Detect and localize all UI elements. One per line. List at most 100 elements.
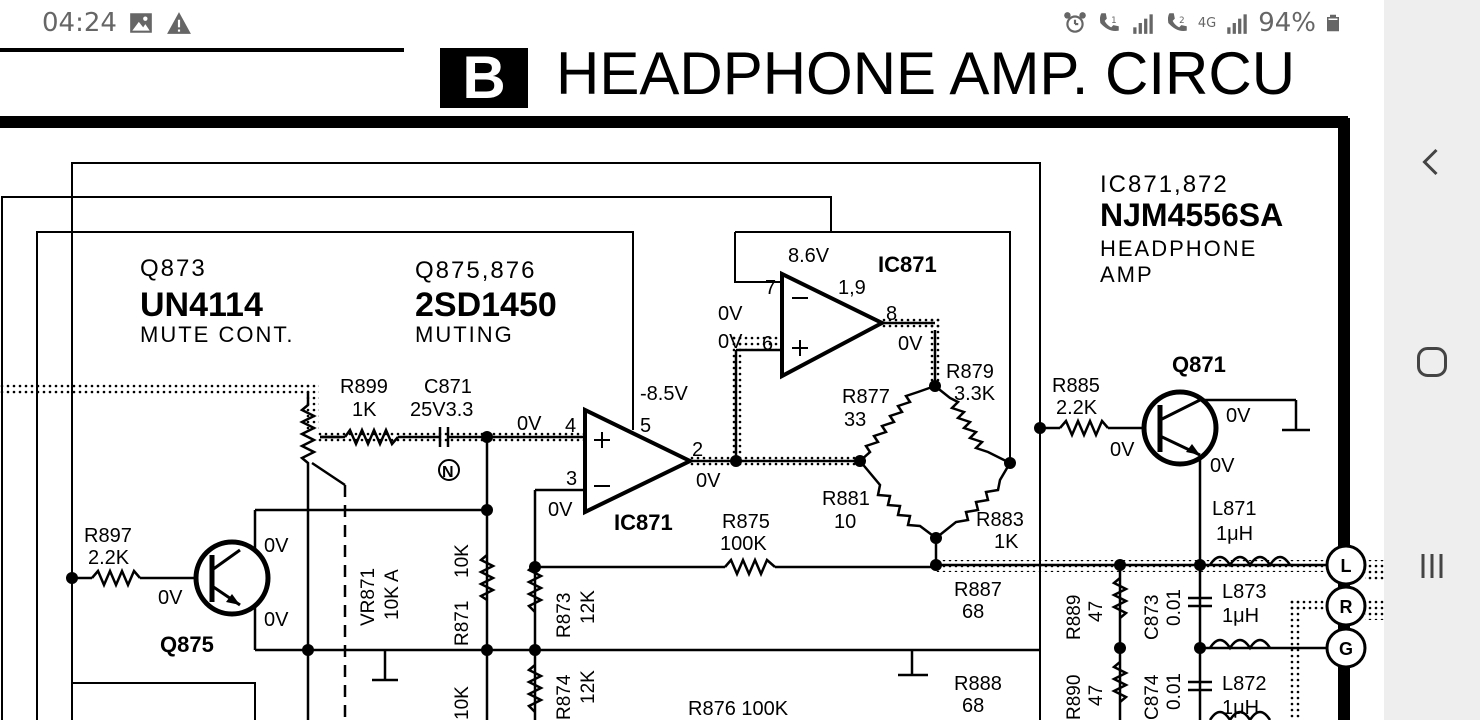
q873-part: UN4114	[140, 286, 263, 324]
vr871-label: VR871	[358, 568, 379, 626]
component-labels: R899 1K C871 25V3.3 N 0V 4 5 3 2 -8.5V 0…	[84, 245, 1353, 720]
back-button[interactable]	[1384, 102, 1480, 222]
pin-1-9: 1,9	[838, 277, 866, 299]
l872-label: L872	[1222, 673, 1267, 695]
r876-label: R876 100K	[688, 698, 789, 720]
q875-876-ref: Q875,876	[415, 257, 536, 284]
voltage-0v-q875-collector: 0V	[264, 535, 289, 557]
r899-value: 1K	[352, 399, 377, 421]
r889-label: R889	[1064, 595, 1085, 640]
battery-icon	[1327, 14, 1339, 32]
r888-label: R888	[954, 673, 1002, 695]
svg-text:2: 2	[1179, 16, 1185, 26]
voltage-0v-input: 0V	[517, 413, 542, 435]
warning-icon	[167, 12, 191, 34]
ic871-lower-label: IC871	[614, 510, 673, 535]
r890-value: 47	[1086, 685, 1107, 706]
r874-label: R874	[554, 674, 575, 720]
r873-label: R873	[554, 593, 575, 638]
r897-value: 2.2K	[88, 547, 130, 569]
voltage-8-6: 8.6V	[788, 245, 830, 267]
q873-ref: Q873	[140, 255, 207, 282]
r873-value: 12K	[578, 590, 599, 624]
wiring	[72, 280, 1330, 720]
block-outlines	[1, 162, 1041, 720]
voltage-0v-pin2: 0V	[696, 470, 721, 492]
r883-value: 1K	[994, 531, 1019, 553]
voltage-minus-8-5: -8.5V	[640, 383, 688, 405]
transistor-q875	[193, 539, 271, 617]
voltage-0v-q871-collector: 0V	[1226, 405, 1251, 427]
jack-g-label: G	[1339, 639, 1353, 659]
alarm-icon	[1064, 12, 1086, 33]
pin-6: 6	[762, 333, 773, 355]
battery-percent: 94%	[1258, 8, 1316, 38]
recents-icon	[1421, 554, 1443, 578]
signal-2-icon	[1227, 14, 1247, 34]
ic-ref-label: IC871,872	[1100, 171, 1229, 198]
ic-desc-1: HEADPHONE	[1100, 236, 1257, 261]
voltage-0v-q875-base: 0V	[158, 587, 183, 609]
l873-value: 1μH	[1222, 605, 1259, 627]
home-icon	[1417, 347, 1447, 377]
c874-value: 0.01	[1164, 673, 1185, 710]
opamp-upper	[780, 270, 887, 380]
r875-value: 100K	[720, 533, 767, 555]
signal-path-dots	[0, 318, 1384, 720]
r897-label: R897	[84, 525, 132, 547]
ic-part-label: NJM4556SA	[1100, 197, 1283, 233]
r887-label: R887	[954, 579, 1002, 601]
jack-r-label: R	[1340, 597, 1353, 617]
wifi-call-2-icon: 2	[1167, 13, 1187, 31]
q875-876-part: 2SD1450	[415, 286, 557, 324]
r879-value: 3.3K	[954, 383, 996, 405]
r879-label: R879	[946, 361, 994, 383]
network-type-label: 4G	[1197, 15, 1217, 31]
vertical-labels: VR871 10K A R871 10K 10K R873 12K R874 1…	[358, 544, 1185, 720]
l871-value: 1μH	[1216, 523, 1253, 545]
gallery-icon	[130, 13, 152, 33]
r885-label: R885	[1052, 375, 1100, 397]
l871-label: L871	[1212, 498, 1257, 520]
r881-label: R881	[822, 488, 870, 510]
pin-8: 8	[886, 303, 897, 325]
q875-label: Q875	[160, 632, 214, 657]
schematic-viewer[interactable]: B HEADPHONE AMP. CIRCU	[0, 48, 1384, 720]
pin-2: 2	[692, 439, 703, 461]
pin-3: 3	[566, 468, 577, 490]
ic871-upper-label: IC871	[878, 252, 937, 277]
voltage-0v-q871-base: 0V	[1110, 439, 1135, 461]
home-button[interactable]	[1384, 302, 1480, 422]
opamp-lower	[583, 406, 695, 516]
l873-label: L873	[1222, 581, 1267, 603]
r877-value: 33	[844, 409, 866, 431]
voltage-0v-pin7: 0V	[718, 303, 743, 325]
section-badge	[440, 48, 528, 108]
voltage-0v-pin6: 0V	[718, 331, 743, 353]
r871-value: 10K	[452, 544, 473, 578]
pin-5: 5	[640, 415, 651, 437]
c873-label: C873	[1142, 595, 1163, 640]
status-time: 04:24	[42, 8, 117, 38]
q871-label: Q871	[1172, 352, 1226, 377]
r871-label: R871	[452, 601, 473, 646]
section-title: HEADPHONE AMP. CIRCU	[556, 48, 1295, 107]
back-icon	[1422, 148, 1438, 176]
r875-label: R875	[722, 511, 770, 533]
c874-label: C874	[1142, 674, 1163, 720]
c873-value: 0.01	[1164, 589, 1185, 626]
q875-876-desc: MUTING	[415, 322, 514, 347]
schematic-drawing[interactable]: B HEADPHONE AMP. CIRCU	[0, 48, 1384, 720]
recents-button[interactable]	[1384, 506, 1480, 626]
r874-value: 12K	[578, 670, 599, 704]
section-letter: B	[462, 48, 505, 111]
voltage-0v-q875-emitter: 0V	[264, 609, 289, 631]
ic-desc-2: AMP	[1100, 262, 1154, 287]
jack-l-label: L	[1341, 556, 1352, 576]
c871-label: C871	[424, 376, 472, 398]
r889-value: 47	[1086, 601, 1107, 622]
c871-value: 25V3.3	[410, 399, 473, 421]
status-bar: 04:24 1	[0, 0, 1384, 48]
nonpolar-mark: N	[442, 464, 454, 481]
transistor-q871	[1141, 389, 1219, 467]
